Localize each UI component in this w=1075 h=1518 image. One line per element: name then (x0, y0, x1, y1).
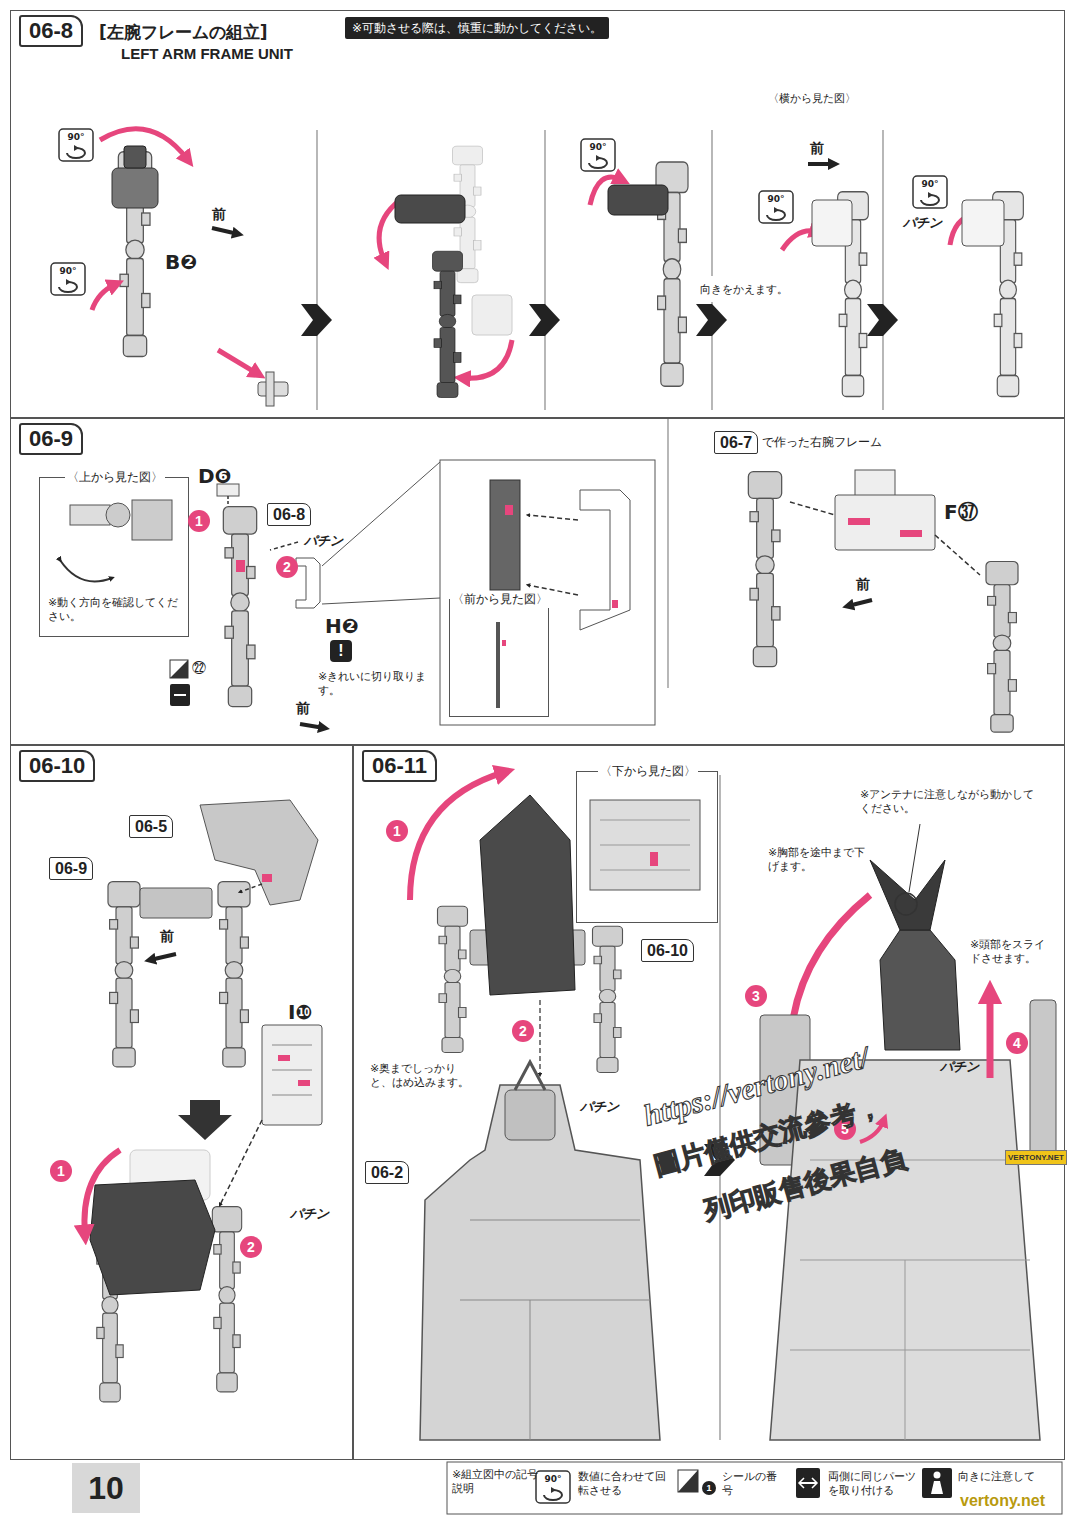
instruction-note: ※奥までしっかりと、はめ込みます。 (370, 1062, 470, 1091)
step-order-number: 3 (745, 985, 767, 1007)
inset-view: 〈上から見た図〉※動く方向を確認してください。 (39, 477, 189, 637)
step-order-number: 2 (276, 556, 298, 578)
instruction-note: 向きをかえます。 (700, 283, 788, 297)
inset-view: 〈下から見た図〉 (576, 771, 718, 923)
step-number: 06-10 (19, 750, 95, 782)
step-subtitle: LEFT ARM FRAME UNIT (121, 45, 293, 62)
step-number: 06-9 (19, 423, 83, 455)
rotate-icon-label: 90° (62, 132, 90, 143)
step-panel: 06-10 06-5 06-9 (10, 745, 353, 1460)
click-sound: パチン (290, 1205, 329, 1223)
front-direction: 前 (810, 140, 824, 158)
legend-text: 数値に合わせて回転させる (578, 1470, 673, 1498)
part-number: F㊲ (944, 500, 978, 524)
caution-icon: ! (330, 640, 352, 662)
legend-text: 両側に同じパーツを取り付ける (828, 1470, 918, 1498)
front-direction: 前 (160, 928, 174, 946)
step-order-number: 1 (188, 510, 210, 532)
inset-heading: 〈前から見た図〉 (450, 591, 550, 608)
page-number-box: 10 (72, 1463, 140, 1513)
rotate-icon-label: 90° (584, 142, 612, 153)
instruction-note: 〈横から見た図〉 (768, 92, 856, 106)
rotate-icon-label: 90° (916, 179, 944, 190)
instruction-note: ※アンテナに注意しながら動かしてください。 (860, 788, 1045, 817)
click-sound: パチン (903, 214, 942, 232)
instruction-note: ※頭部をスライドさせます。 (970, 938, 1055, 967)
step-reference-number: 06-7 (720, 432, 752, 453)
watermark: vertony.net (960, 1492, 1045, 1510)
front-direction: 前 (296, 700, 310, 718)
step-order-number: 4 (1006, 1032, 1028, 1054)
step-panel: 06-9〈上から見た図〉※動く方向を確認してください。06-8〈前から見た図〉0… (10, 418, 1065, 745)
step-reference: 06-5 (129, 815, 173, 838)
step-order-number: 1 (50, 1160, 72, 1182)
step-reference-number: 06-9 (55, 858, 87, 879)
step-reference: 06-9 (49, 857, 93, 880)
instruction-note: ※きれいに切り取ります。 (318, 670, 430, 699)
rotate-icon-label: 90° (762, 194, 790, 205)
inset-heading: 〈下から見た図〉 (598, 763, 698, 780)
click-sound: パチン (580, 1098, 619, 1116)
step-reference-number: 06-10 (647, 940, 688, 961)
watermark-logo: VERTONY.NET (1005, 1150, 1067, 1165)
step-order-number: 2 (240, 1236, 262, 1258)
caution-box: ※可動させる際は、慎重に動かしてください。 (345, 17, 609, 39)
click-sound: パチン (304, 532, 343, 550)
click-sound: パチン (940, 1058, 979, 1076)
step-number: 06-11 (362, 750, 437, 782)
instruction-note: ※胸部を途中まで下げます。 (768, 846, 868, 875)
part-number: I❿ (288, 1000, 312, 1024)
reference-note: で作った右腕フレーム (762, 432, 882, 453)
part-number: H❷ (325, 614, 359, 638)
rotate-icon-label: 90° (539, 1474, 567, 1485)
step-number: 06-8 (19, 15, 83, 47)
page-number: 10 (88, 1470, 124, 1507)
step-reference: 06-8 (267, 503, 311, 526)
legend-heading: ※組立図中の記号説明 (452, 1468, 542, 1496)
sticker-number: 1 (702, 1481, 716, 1495)
rotate-icon-label: 90° (54, 266, 82, 277)
step-reference: 06-2 (365, 1161, 409, 1184)
step-order-number: 2 (512, 1020, 534, 1042)
inset-heading: 〈上から見た図〉 (65, 469, 165, 486)
step-order-number: 1 (386, 820, 408, 842)
front-direction: 前 (212, 206, 226, 224)
legend-text: シールの番号 (722, 1470, 777, 1498)
step-reference-number: 06-8 (273, 504, 305, 525)
caution-note: ※可動させる際は、慎重に動かしてください。 (352, 19, 602, 37)
step-panel: 06-8 [左腕フレームの組立]LEFT ARM FRAME UNIT ※可動させる… (10, 10, 1065, 418)
step-reference-number: 06-5 (135, 816, 167, 837)
front-direction: 前 (856, 576, 870, 594)
step-reference: 06-10 (641, 939, 694, 962)
legend-text: 向きに注意して (958, 1470, 1058, 1484)
sticker-number: ㉒ (192, 660, 206, 676)
inset-view: 〈前から見た図〉 (449, 599, 549, 717)
step-title: [左腕フレームの組立] (99, 21, 268, 44)
step-reference-number: 06-2 (371, 1162, 403, 1183)
inset-note: ※動く方向を確認してください。 (48, 596, 182, 625)
step-reference: 06-7で作った右腕フレーム (714, 431, 758, 454)
part-number: B❷ (165, 250, 197, 274)
part-number: D❻ (198, 464, 232, 488)
